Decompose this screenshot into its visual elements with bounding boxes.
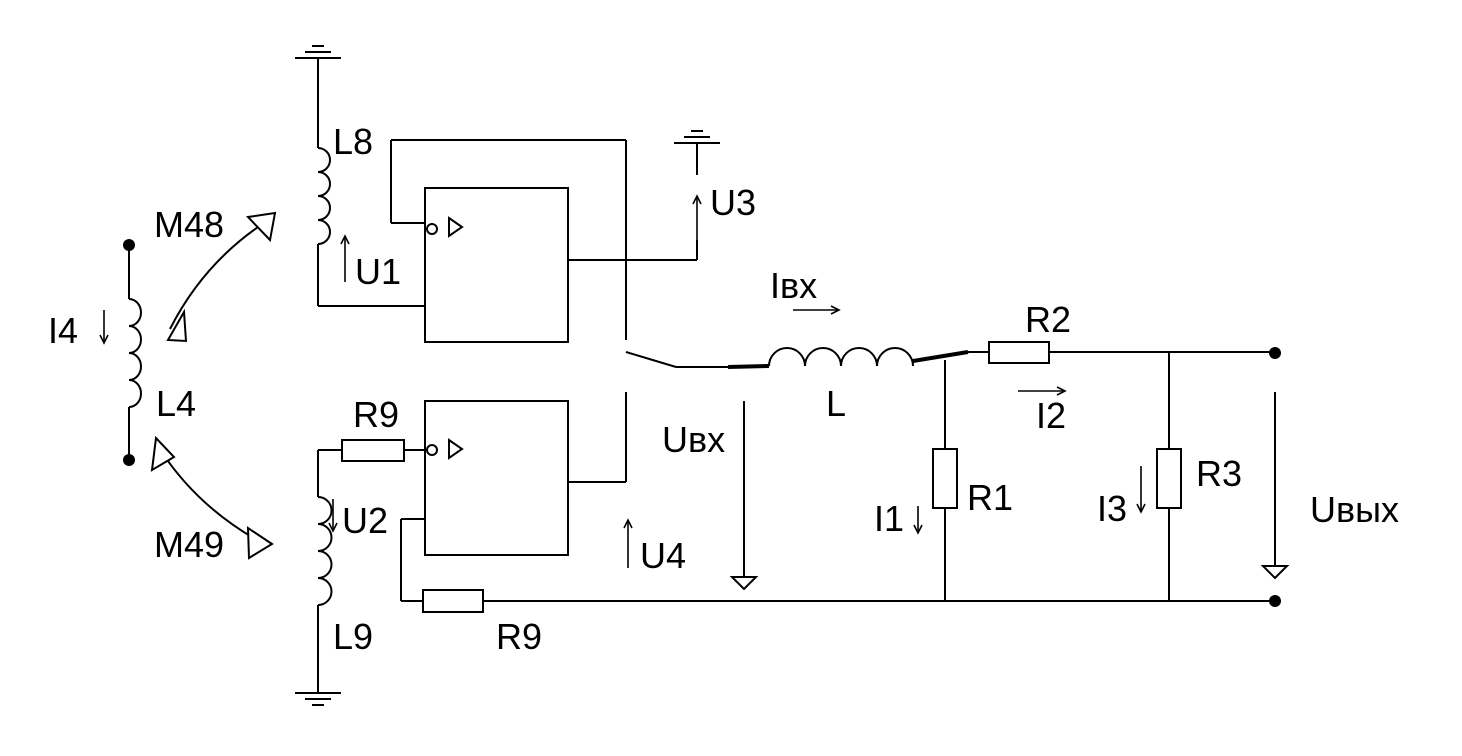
- resistor-R9-bottom: [422, 589, 484, 613]
- label-L8: L8: [333, 121, 373, 162]
- resistor-R2: [988, 341, 1050, 364]
- label-M48: M48: [154, 204, 224, 245]
- u1-arrow: [340, 234, 350, 282]
- uvyx-arrow: [1260, 392, 1290, 580]
- label-Uvyx: Uвых: [1310, 489, 1399, 530]
- label-L9: L9: [333, 616, 373, 657]
- switch-lead: [727, 364, 770, 369]
- inductor-L8: [317, 58, 425, 307]
- output-terminal-bottom: [1269, 595, 1281, 607]
- label-U3: U3: [710, 182, 756, 223]
- ground-top-mid: [674, 130, 720, 144]
- label-M49: M49: [154, 524, 224, 565]
- label-U1: U1: [355, 251, 401, 292]
- label-L4: L4: [156, 383, 196, 424]
- ground-top-left: [295, 45, 341, 59]
- label-R2: R2: [1025, 299, 1071, 340]
- label-R1: R1: [967, 477, 1013, 518]
- ground-bottom-left: [295, 692, 341, 706]
- resistor-R9-top: [341, 439, 405, 462]
- u4-arrow: [623, 518, 633, 568]
- label-Ivx: Iвх: [770, 265, 817, 306]
- ivx-arrow: [793, 305, 841, 315]
- u3-arrow: [692, 194, 702, 246]
- label-I3: I3: [1097, 488, 1127, 529]
- label-U4: U4: [640, 535, 686, 576]
- resistor-R1: [932, 448, 958, 509]
- inductor-L4: [123, 239, 142, 466]
- inductor-L: [768, 347, 969, 367]
- mutual-M48-arc: [166, 211, 277, 343]
- output-terminal-top: [1269, 347, 1281, 359]
- label-R9-top: R9: [353, 394, 399, 435]
- uvx-arrow: [729, 401, 759, 591]
- switch-blade: [625, 351, 677, 368]
- u2-arrow: [328, 499, 338, 533]
- i1-arrow: [913, 506, 923, 535]
- resistor-R3: [1156, 448, 1182, 509]
- logic-block-top: [390, 139, 697, 343]
- label-L: L: [826, 383, 846, 424]
- label-I1: I1: [874, 498, 904, 539]
- label-R3: R3: [1196, 453, 1242, 494]
- i3-arrow: [1136, 466, 1146, 514]
- label-U2: U2: [342, 500, 388, 541]
- logic-block-bottom: [424, 400, 569, 556]
- label-I4: I4: [48, 310, 78, 351]
- label-Uvx: Uвх: [662, 419, 725, 460]
- inductor-L9: [317, 450, 333, 693]
- mutual-M49-arc: [150, 435, 274, 560]
- i2-arrow: [1018, 386, 1067, 396]
- label-I2: I2: [1036, 395, 1066, 436]
- i4-arrow: [99, 310, 109, 345]
- label-R9-bottom: R9: [496, 616, 542, 657]
